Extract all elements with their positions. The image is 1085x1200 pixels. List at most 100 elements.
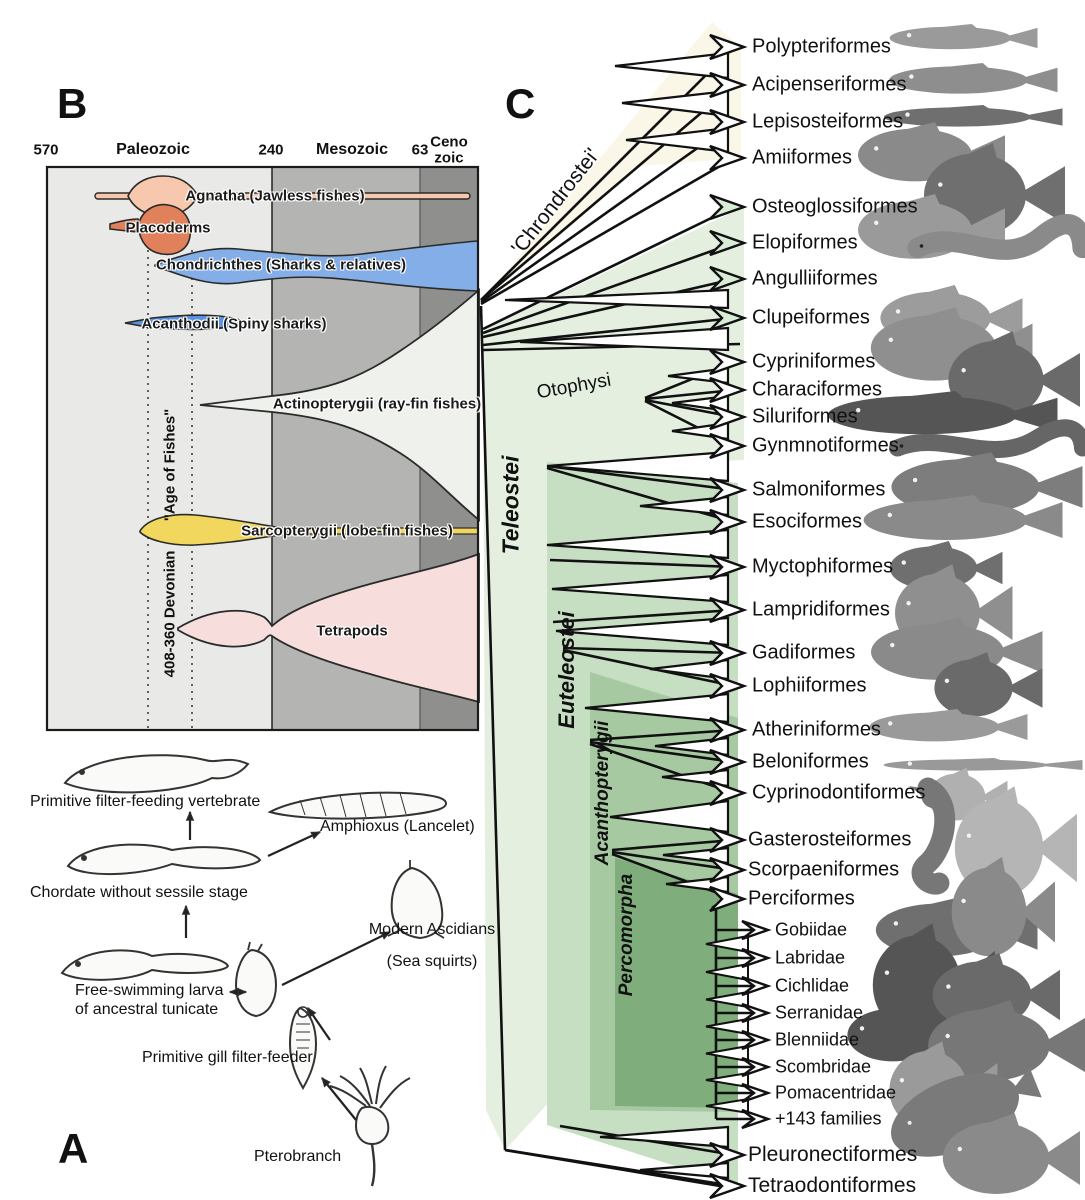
order-label-myctophiformes: Myctophiformes xyxy=(752,555,894,578)
order-label-perciformes: Perciformes xyxy=(748,887,855,910)
order-label-gynmnotiformes: Gynmnotiformes xyxy=(752,434,899,457)
branch-line-elopiformes xyxy=(482,241,735,335)
branch-line-lampridiformes xyxy=(552,608,735,624)
arrowhead-esociformes xyxy=(709,508,748,536)
family-separator-wedge xyxy=(705,1097,749,1115)
family-separator-wedge xyxy=(705,990,749,1009)
order-label-gasterosteiformes: Gasterosteiformes xyxy=(748,828,912,851)
arrowhead-beloniformes xyxy=(709,748,748,776)
branch-line-osteoglossiformes xyxy=(482,205,735,331)
arrowhead-myctophiformes xyxy=(709,553,748,581)
arrowhead-characiformes xyxy=(709,376,748,404)
order-label-lepisosteiformes: Lepisosteiformes xyxy=(752,110,904,133)
caption-free-swimming-larva: Free-swimming larva xyxy=(75,982,224,999)
fish-illustration-tetraodontiformes xyxy=(942,1113,1080,1194)
clade-label-euteleostei: Euteleostei xyxy=(554,611,579,729)
arrowhead-gobiidae xyxy=(741,919,772,941)
order-label-characiformes: Characiformes xyxy=(752,378,883,401)
caption-pterobranch: Pterobranch xyxy=(254,1148,342,1165)
arrowhead-labridae xyxy=(741,947,772,969)
fish-illustration-scombridae xyxy=(928,1000,1085,1081)
arrowhead-perciformes xyxy=(709,885,748,913)
order-label-scorpaeniformes: Scorpaeniformes xyxy=(748,858,900,881)
caption-ancestral-tunicate: of ancestral tunicate xyxy=(75,1001,219,1018)
order-label-polypteriformes: Polypteriformes xyxy=(752,35,891,58)
order-label-osteoglossiformes: Osteoglossiformes xyxy=(752,195,918,218)
separator-wedge xyxy=(639,495,730,517)
fish-illustration-beloniformes xyxy=(883,758,1083,771)
fish-illustration-acipenseriformes xyxy=(889,63,1058,94)
arrowhead-lophiiformes xyxy=(709,672,748,700)
arrowhead-+143-families xyxy=(741,1108,772,1130)
separator-wedge xyxy=(546,450,730,483)
fish-illustration-polypteriformes xyxy=(889,24,1038,50)
separator-wedge xyxy=(584,692,730,724)
spindle-label-agnatha: Agnatha (Jawless fishes) xyxy=(185,187,365,205)
order-label-tetraodontiformes: Tetraodontiformes xyxy=(748,1174,917,1197)
sketch-free-swimming-larva xyxy=(60,949,230,981)
branch-line-gasterosteiformes xyxy=(611,838,735,852)
arrowhead-pomacentridae xyxy=(741,1082,772,1104)
timeline-mesozoic: Mesozoic xyxy=(315,141,389,158)
order-label-siluriformes: Siluriformes xyxy=(752,405,858,428)
separator-wedge xyxy=(609,799,730,834)
branch-line-clupeiformes xyxy=(482,316,735,347)
devonian-label: 408-360 Devonian xyxy=(161,550,179,678)
family-label-cichlidae: Cichlidae xyxy=(775,975,850,996)
order-label-lampridiformes: Lampridiformes xyxy=(752,598,890,621)
panel-c-phylogeny xyxy=(479,22,772,1200)
order-label-amiiformes: Amiiformes xyxy=(752,146,853,169)
panel-c-letter: C xyxy=(505,80,536,127)
fish-illustration-esociformes xyxy=(863,495,1063,540)
sketch-pterobranch xyxy=(329,1065,411,1187)
arrowhead-gynmnotiformes xyxy=(709,432,748,460)
age-of-fishes-label: "Age of Fishes" xyxy=(161,408,179,522)
arrowhead-clupeiformes xyxy=(709,304,748,332)
branch-line-acipenseriformes xyxy=(480,84,735,301)
arrowhead-angulliiformes xyxy=(709,265,748,293)
order-label-angulliiformes: Angulliiformes xyxy=(752,267,878,290)
chrondrostei-wedge xyxy=(481,22,741,303)
timeline-cenozoic-line2: zoic xyxy=(434,149,464,167)
arrowhead-serranidae xyxy=(741,1002,772,1024)
branch-line-lepisosteiformes xyxy=(480,120,735,304)
branch-line-myctophiformes xyxy=(549,558,735,569)
branch-line-amiiformes xyxy=(480,156,735,306)
arrowhead-osteoglossiformes xyxy=(709,193,748,221)
spindle-label-chondrichthes: Chondrichthes (Sharks & relatives) xyxy=(155,256,407,274)
family-separator-wedge xyxy=(705,962,749,982)
sketch-primitive-gill-filter-feeder xyxy=(288,1006,318,1090)
separator-wedge xyxy=(551,573,730,604)
order-label-beloniformes: Beloniformes xyxy=(752,750,869,773)
panel-b-frame xyxy=(45,165,480,732)
sketch-ancestral-tunicate-adult xyxy=(234,941,278,1018)
arrowhead-lampridiformes xyxy=(709,596,748,624)
branch-line-beloniformes xyxy=(589,740,735,764)
family-separator-wedge xyxy=(705,934,749,954)
separator-wedge xyxy=(546,528,730,560)
family-label-gobiidae: Gobiidae xyxy=(775,919,848,940)
clade-label-percomorpha: Percomorpha xyxy=(616,873,637,997)
family-label-blenniidae: Blenniidae xyxy=(775,1029,860,1050)
panel-b-diagram xyxy=(45,165,480,732)
fish-illustration-siluriformes xyxy=(828,391,1058,435)
order-label-lophiiformes: Lophiiformes xyxy=(752,674,867,697)
sketch-chordate-without-sessile-stage xyxy=(66,843,262,876)
clade-label-acanthopterygii: Acanthopterygii xyxy=(592,720,613,866)
arrowhead-atheriniformes xyxy=(709,716,748,744)
separator-wedge xyxy=(621,89,730,118)
caption-sea-squirts: (Sea squirts) xyxy=(386,953,478,970)
arrowhead-cypriniformes xyxy=(709,348,748,376)
separator-wedge xyxy=(649,658,730,681)
order-label-atheriniformes: Atheriniformes xyxy=(752,718,881,741)
branch-line-scorpaeniformes xyxy=(611,850,735,872)
branch-line-lophiiformes xyxy=(562,648,735,688)
arrowhead-lepisosteiformes xyxy=(709,108,748,136)
fish-illustration-lepisosteiformes xyxy=(884,105,1063,127)
family-separator-wedge xyxy=(705,1017,749,1036)
order-label-acipenseriformes: Acipenseriformes xyxy=(752,73,907,96)
separator-wedge xyxy=(504,288,730,310)
arrowhead-scorpaeniformes xyxy=(709,856,748,884)
